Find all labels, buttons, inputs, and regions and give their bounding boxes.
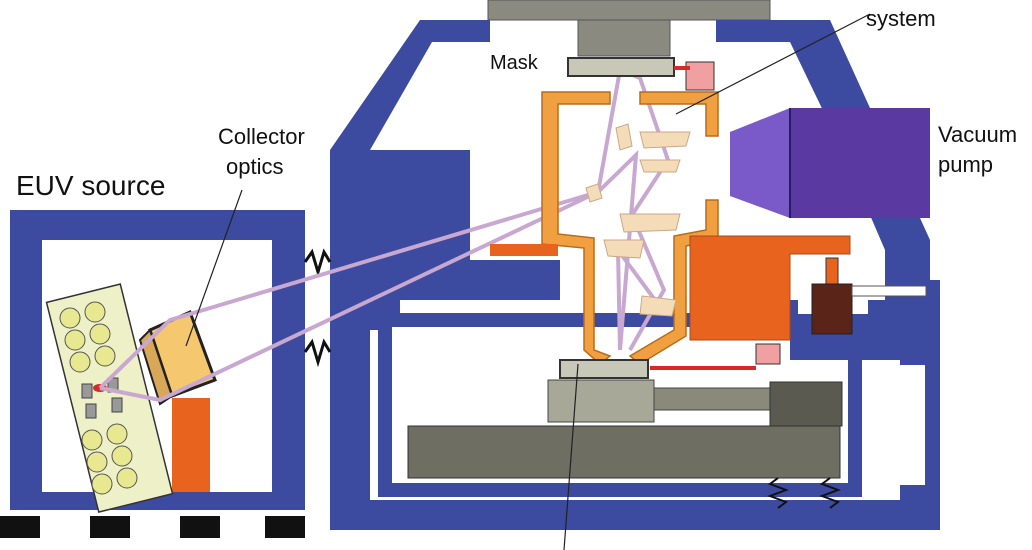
stage-arm (653, 387, 771, 411)
optics-system-label: system (866, 6, 936, 31)
lamp-cell (111, 397, 123, 413)
stage-spring-left (767, 477, 789, 509)
orange-strip-left (490, 244, 558, 256)
wafer-chuck (547, 379, 655, 423)
projection-column-top (487, 0, 771, 21)
lamp-circle (94, 345, 116, 367)
vacuum-pump-body (790, 108, 930, 218)
wafer-sensor (755, 343, 781, 365)
vacuum-pump-label-line1: Vacuum (938, 122, 1018, 147)
projection-mirrors (585, 123, 691, 317)
coupling-spring-top (303, 248, 332, 278)
lamp-circles (59, 301, 138, 495)
mask-sensor (685, 61, 715, 91)
vacuum-chamber-body (330, 330, 940, 530)
euv-source-label: EUV source (16, 170, 166, 201)
stage-base (407, 425, 841, 479)
optics-system-leader (675, 13, 871, 115)
euv-source-box (10, 210, 305, 510)
lamp-circle (64, 329, 86, 351)
collector-optics-label-line1: Collector (218, 124, 305, 149)
lamp-circle (116, 467, 138, 489)
coupling-spring-bottom (303, 338, 332, 368)
actuator-body (811, 283, 853, 335)
stage-frame-orange (689, 235, 851, 341)
mask-plate (567, 57, 675, 77)
right-inner-white (865, 365, 925, 485)
foot-2 (90, 516, 130, 538)
mask-holder (577, 19, 671, 57)
lamp-circle (91, 473, 113, 495)
lamp-circle (81, 429, 103, 451)
stage-motor (769, 381, 843, 427)
collector-optics-label-line2: optics (226, 154, 284, 179)
collector-stand (172, 398, 210, 492)
mask-label: Mask (490, 52, 538, 74)
lamp-circle (69, 351, 91, 373)
lamp-circle (106, 423, 128, 445)
lamp-circle (86, 451, 108, 473)
stage-spring-right (819, 477, 841, 509)
wafer (559, 359, 649, 379)
actuator-plunger (825, 257, 839, 287)
wafer-leader (563, 363, 579, 550)
lamp-circle (111, 445, 133, 467)
lamp-circle (59, 307, 81, 329)
euv-beam-paths (98, 67, 671, 403)
vacuum-pump-nozzle (730, 108, 790, 218)
lamp-circle (84, 301, 106, 323)
foot-4 (265, 516, 305, 538)
lamp-cell (81, 383, 93, 399)
chamber-inner-ledge (340, 150, 560, 330)
lamp-circle (89, 323, 111, 345)
actuator-rod (851, 285, 927, 297)
lamp-cell (85, 403, 97, 419)
collector-leader (185, 189, 243, 347)
vacuum-pump-label-line2: pump (938, 152, 994, 177)
foot-1 (0, 516, 40, 538)
foot-3 (180, 516, 220, 538)
